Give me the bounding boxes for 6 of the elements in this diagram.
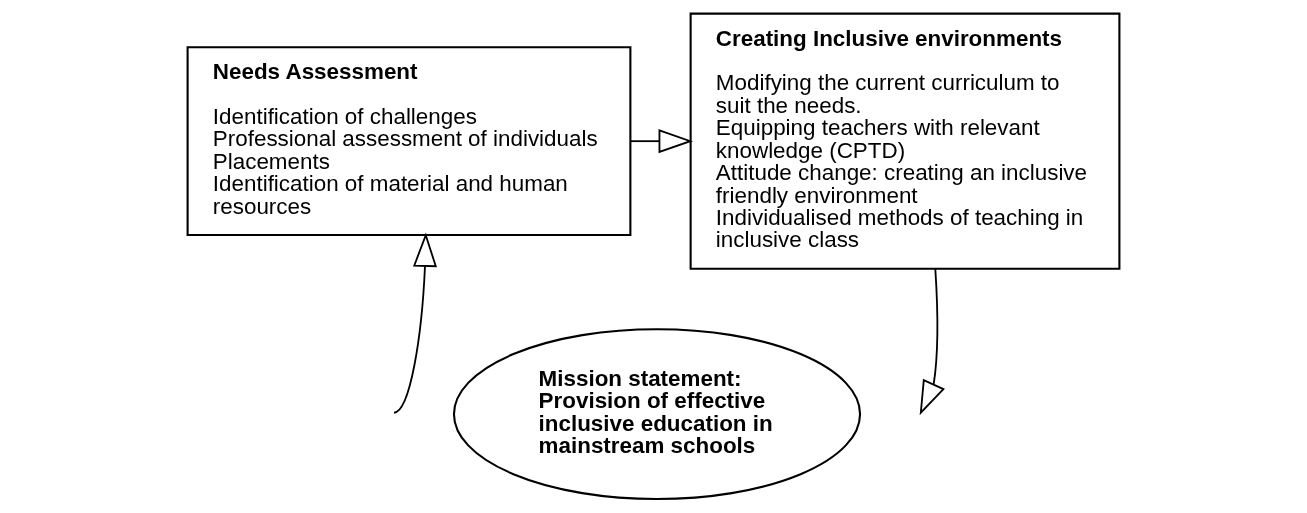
node-box: Needs Assessment Identification of challenges Professional assessment of individuals Placements Identification of material and human resources [186, 46, 632, 237]
node-box: Creating Inclusive environments Modifying the current curriculum to suit the needs. Equipping teachers with relevant knowledge (CPTD) Attitude change: creating an inclusive friendly environment Individualised methods of teaching in inclusive class [689, 12, 1121, 270]
arrow [919, 268, 945, 416]
node-ellipse: Mission statement: Provision of effective inclusive education in mainstream schools [452, 328, 862, 501]
arrow [629, 129, 694, 154]
arrow [393, 232, 438, 414]
